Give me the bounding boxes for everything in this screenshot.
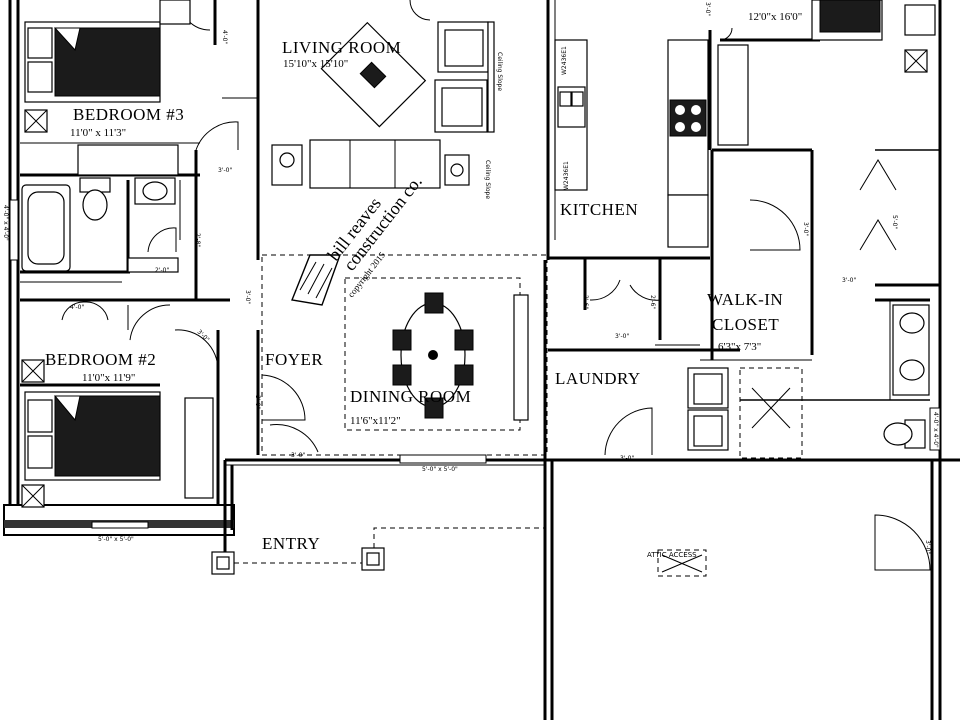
- dim-foyer-side: 3'-0": [244, 290, 251, 304]
- dim-laundry-out: 3'-0": [620, 455, 634, 462]
- kitchen-fixtures: [554, 39, 749, 248]
- watermark-logo: [291, 254, 341, 306]
- dim-entry: 3'-0": [291, 452, 305, 459]
- window-label-2: W2436E1: [563, 161, 570, 190]
- dim-laundry-b: 2'-6": [649, 295, 656, 309]
- dim-foyer-closet: 3'-0": [254, 395, 261, 409]
- dim-bed2-closet: 4'-0": [70, 304, 84, 311]
- dim-left-wall: 4'-0" x 4'-0": [2, 205, 9, 241]
- dining-furniture: [261, 254, 548, 456]
- master-fixtures: [811, 0, 936, 449]
- bath-fixtures: [21, 177, 179, 273]
- walls: [3, 0, 960, 720]
- foyer-name: FOYER: [265, 350, 323, 369]
- misc-labels: ATTIC ACCESS Ceiling Slope Ceiling Slope…: [98, 46, 697, 559]
- kitchen-name: KITCHEN: [560, 200, 638, 219]
- laundry-fixtures: [687, 367, 803, 459]
- dim-master-top: 3'-0": [704, 2, 711, 16]
- dining-name: DINING ROOM: [350, 387, 471, 406]
- bed2-window-dim: 5'-0" x 5'-0": [98, 536, 134, 543]
- bedroom3-dim: 11'0" x 11'3": [70, 127, 126, 139]
- bedroom2-dim: 11'0"x 11'9": [82, 372, 135, 384]
- dim-bed2: 3'-0": [196, 328, 211, 343]
- living-room-dim: 15'10"x 15'10": [283, 58, 348, 70]
- dim-mbath: 5'-0": [891, 215, 898, 229]
- dim-bed3-closet: 4'-0": [221, 30, 228, 44]
- walkin-name-1: WALK-IN: [707, 290, 783, 309]
- walkin-dim: 6'3"x 7'3": [718, 341, 761, 353]
- attic-access-label: ATTIC ACCESS: [647, 551, 697, 559]
- master-dim: 12'0"x 16'0": [748, 11, 802, 23]
- dim-linen: 2'-0": [155, 267, 169, 274]
- bedroom2-name: BEDROOM #2: [45, 350, 156, 369]
- living-room-name: LIVING ROOM: [282, 38, 401, 57]
- dim-laundry-c: 3'-0": [615, 333, 629, 340]
- ceiling-slope-2: Ceiling Slope: [484, 160, 491, 199]
- window-label-1: W2436E1: [561, 46, 568, 75]
- bedroom3-name: BEDROOM #3: [73, 105, 184, 124]
- laundry-name: LAUNDRY: [555, 369, 641, 388]
- dim-garage: 3'-0": [924, 540, 931, 554]
- dim-hall: 3'-0": [218, 167, 232, 174]
- room-labels: LIVING ROOM 15'10"x 15'10" BEDROOM #3 11…: [45, 11, 802, 553]
- walkin-name-2: CLOSET: [712, 315, 779, 334]
- dim-bath: 2'-8": [194, 233, 201, 247]
- living-furniture: [271, 21, 495, 189]
- watermark-text: bill reaves construction co. copyright 2…: [323, 172, 426, 300]
- ceiling-slope-1: Ceiling Slope: [496, 52, 503, 91]
- doors: [61, 0, 931, 571]
- bedroom3-furniture: [24, 0, 191, 176]
- dim-right-wall: 4'-0" x 4'-0": [932, 412, 939, 448]
- entry-name: ENTRY: [262, 534, 320, 553]
- dining-dim: 11'6"x11'2": [350, 415, 401, 427]
- dim-walkin: 3'-0": [802, 222, 809, 236]
- entry-porch: [211, 527, 707, 577]
- dim-laundry-a: 2'-6": [582, 295, 589, 309]
- dim-mbath2: 3'-0": [842, 277, 856, 284]
- bedroom2-furniture: [21, 359, 214, 508]
- front-window-dim: 5'-0" x 5'-0": [422, 466, 458, 473]
